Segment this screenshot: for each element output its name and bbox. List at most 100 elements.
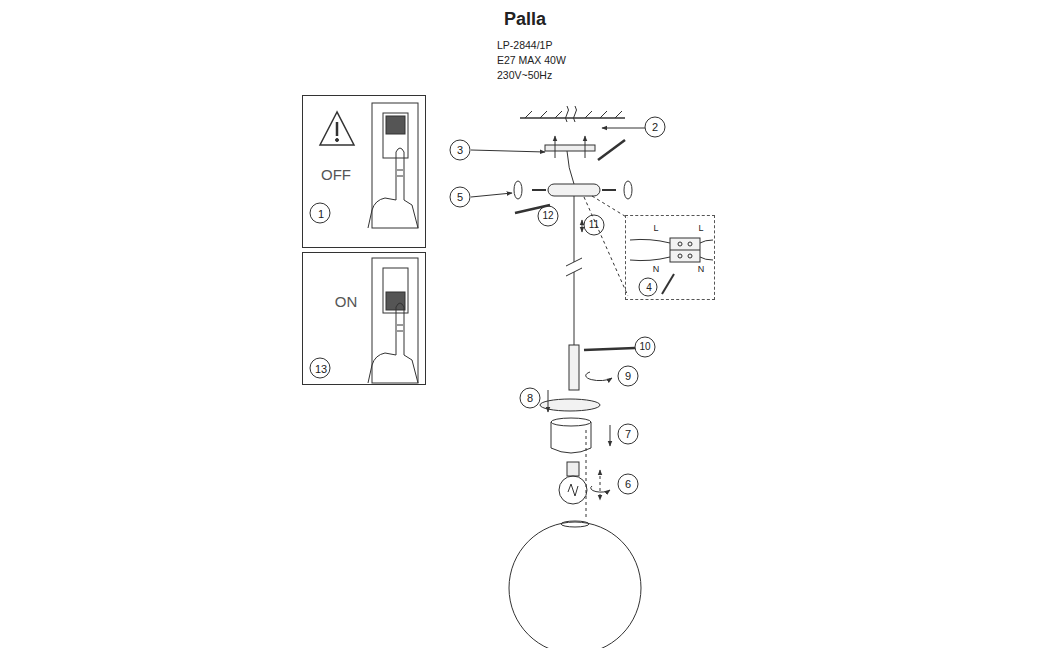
- wall-switch: [372, 258, 418, 383]
- switch-state: ON: [335, 294, 358, 309]
- suspension-cable: [574, 272, 575, 345]
- warning-triangle: [336, 139, 339, 142]
- hand: [368, 303, 418, 383]
- hand: [368, 148, 418, 228]
- title: Palla: [504, 10, 546, 28]
- spec-text: E27 MAX 40W: [497, 55, 566, 66]
- canopy: [548, 184, 600, 196]
- mounting-bracket: [555, 136, 556, 158]
- detail-link: [592, 196, 628, 218]
- warning-triangle: [320, 112, 354, 145]
- callout-number: 4: [646, 283, 652, 293]
- callout-number: 5: [457, 192, 463, 203]
- callout-number: 3: [457, 145, 463, 156]
- glass-globe: [561, 521, 589, 527]
- callout-number: 2: [652, 122, 658, 133]
- ceiling-cup: [540, 390, 600, 412]
- wire-label: N: [653, 265, 660, 274]
- callout-number: 10: [639, 342, 650, 352]
- bulb: [591, 486, 610, 492]
- wall-switch: [372, 103, 418, 228]
- detail-link: [584, 196, 628, 296]
- callout-number: 11: [589, 220, 599, 230]
- terminal-block: [670, 250, 700, 251]
- wall-switch: [386, 116, 405, 134]
- mounting-bracket: [585, 136, 586, 158]
- canopy: [514, 181, 522, 199]
- cable-grip: [569, 345, 579, 390]
- callout-circle: [645, 117, 665, 137]
- screwdriver: [584, 348, 635, 350]
- glass-globe: [509, 521, 641, 648]
- lampholder-shade: [551, 422, 591, 453]
- lampholder-shade: [551, 418, 610, 518]
- spec-text: 230V~50Hz: [497, 70, 552, 81]
- canopy: [514, 181, 632, 199]
- callout-number: 12: [542, 211, 553, 221]
- suspension-cable: [566, 196, 582, 345]
- terminal-block: [700, 240, 713, 243]
- callout-circle: [310, 203, 330, 223]
- terminal-block: [688, 254, 692, 258]
- leader-line: [471, 193, 512, 197]
- canopy: [602, 189, 616, 191]
- callout-number: 1: [318, 209, 324, 220]
- callout-circle: [310, 117, 665, 494]
- callout-circle: [520, 388, 540, 408]
- callout-number: 8: [527, 393, 533, 404]
- screwdriver: [598, 140, 625, 160]
- spec-text: LP-2844/1P: [497, 40, 552, 51]
- glass-globe: [509, 522, 641, 648]
- wall-switch: [372, 103, 418, 228]
- callout-number: 6: [625, 479, 631, 490]
- terminal-block: [688, 242, 692, 246]
- callout-circle: [618, 474, 638, 494]
- callout-circle: [450, 187, 470, 207]
- hand: [368, 303, 418, 383]
- suspension-cable: [566, 268, 582, 276]
- ceiling-cup: [540, 399, 600, 411]
- mounting-bracket: [567, 151, 574, 184]
- terminal-block: [678, 242, 682, 246]
- rotate-arrow: [586, 372, 612, 381]
- callout-number: 9: [625, 371, 631, 382]
- lampholder-shade: [586, 430, 587, 518]
- ceiling: [520, 106, 625, 122]
- wall-switch: [383, 113, 408, 158]
- installation-drawing: [310, 103, 713, 648]
- rotate-arrow: [586, 372, 612, 381]
- wire-label: L: [653, 224, 658, 233]
- canopy: [624, 181, 632, 199]
- mounting-bracket: [545, 136, 595, 184]
- switch-panel: ON 13: [302, 252, 426, 385]
- mounting-bracket: [545, 145, 595, 151]
- bulb: [567, 462, 579, 476]
- terminal-block: [630, 257, 670, 261]
- hand: [368, 148, 418, 228]
- detail-link: [584, 197, 628, 296]
- bulb: [568, 484, 578, 496]
- ceiling: [566, 106, 577, 122]
- callout-circle: [639, 278, 657, 296]
- wall-switch: [383, 268, 408, 313]
- hand: [397, 325, 403, 331]
- callout-number: 7: [625, 429, 631, 440]
- terminal-block: [700, 257, 713, 260]
- callout-circle: [584, 215, 604, 235]
- callout-circle: [618, 366, 638, 386]
- terminal-block: [670, 238, 700, 262]
- ceiling: [520, 117, 625, 119]
- terminal-block: [678, 254, 682, 258]
- warning-triangle: [320, 112, 354, 145]
- callout-circle: [618, 424, 638, 444]
- callout-circle: [635, 337, 655, 357]
- terminal-block: [630, 238, 713, 294]
- callout-circle: [450, 140, 470, 160]
- callout-number: 13: [315, 364, 327, 375]
- ceiling-cup: [548, 390, 549, 412]
- leader-line: [471, 150, 545, 152]
- height-arrow: [582, 220, 583, 232]
- suspension-cable: [574, 196, 575, 262]
- wiring-detail-box: LLNN4: [625, 215, 715, 300]
